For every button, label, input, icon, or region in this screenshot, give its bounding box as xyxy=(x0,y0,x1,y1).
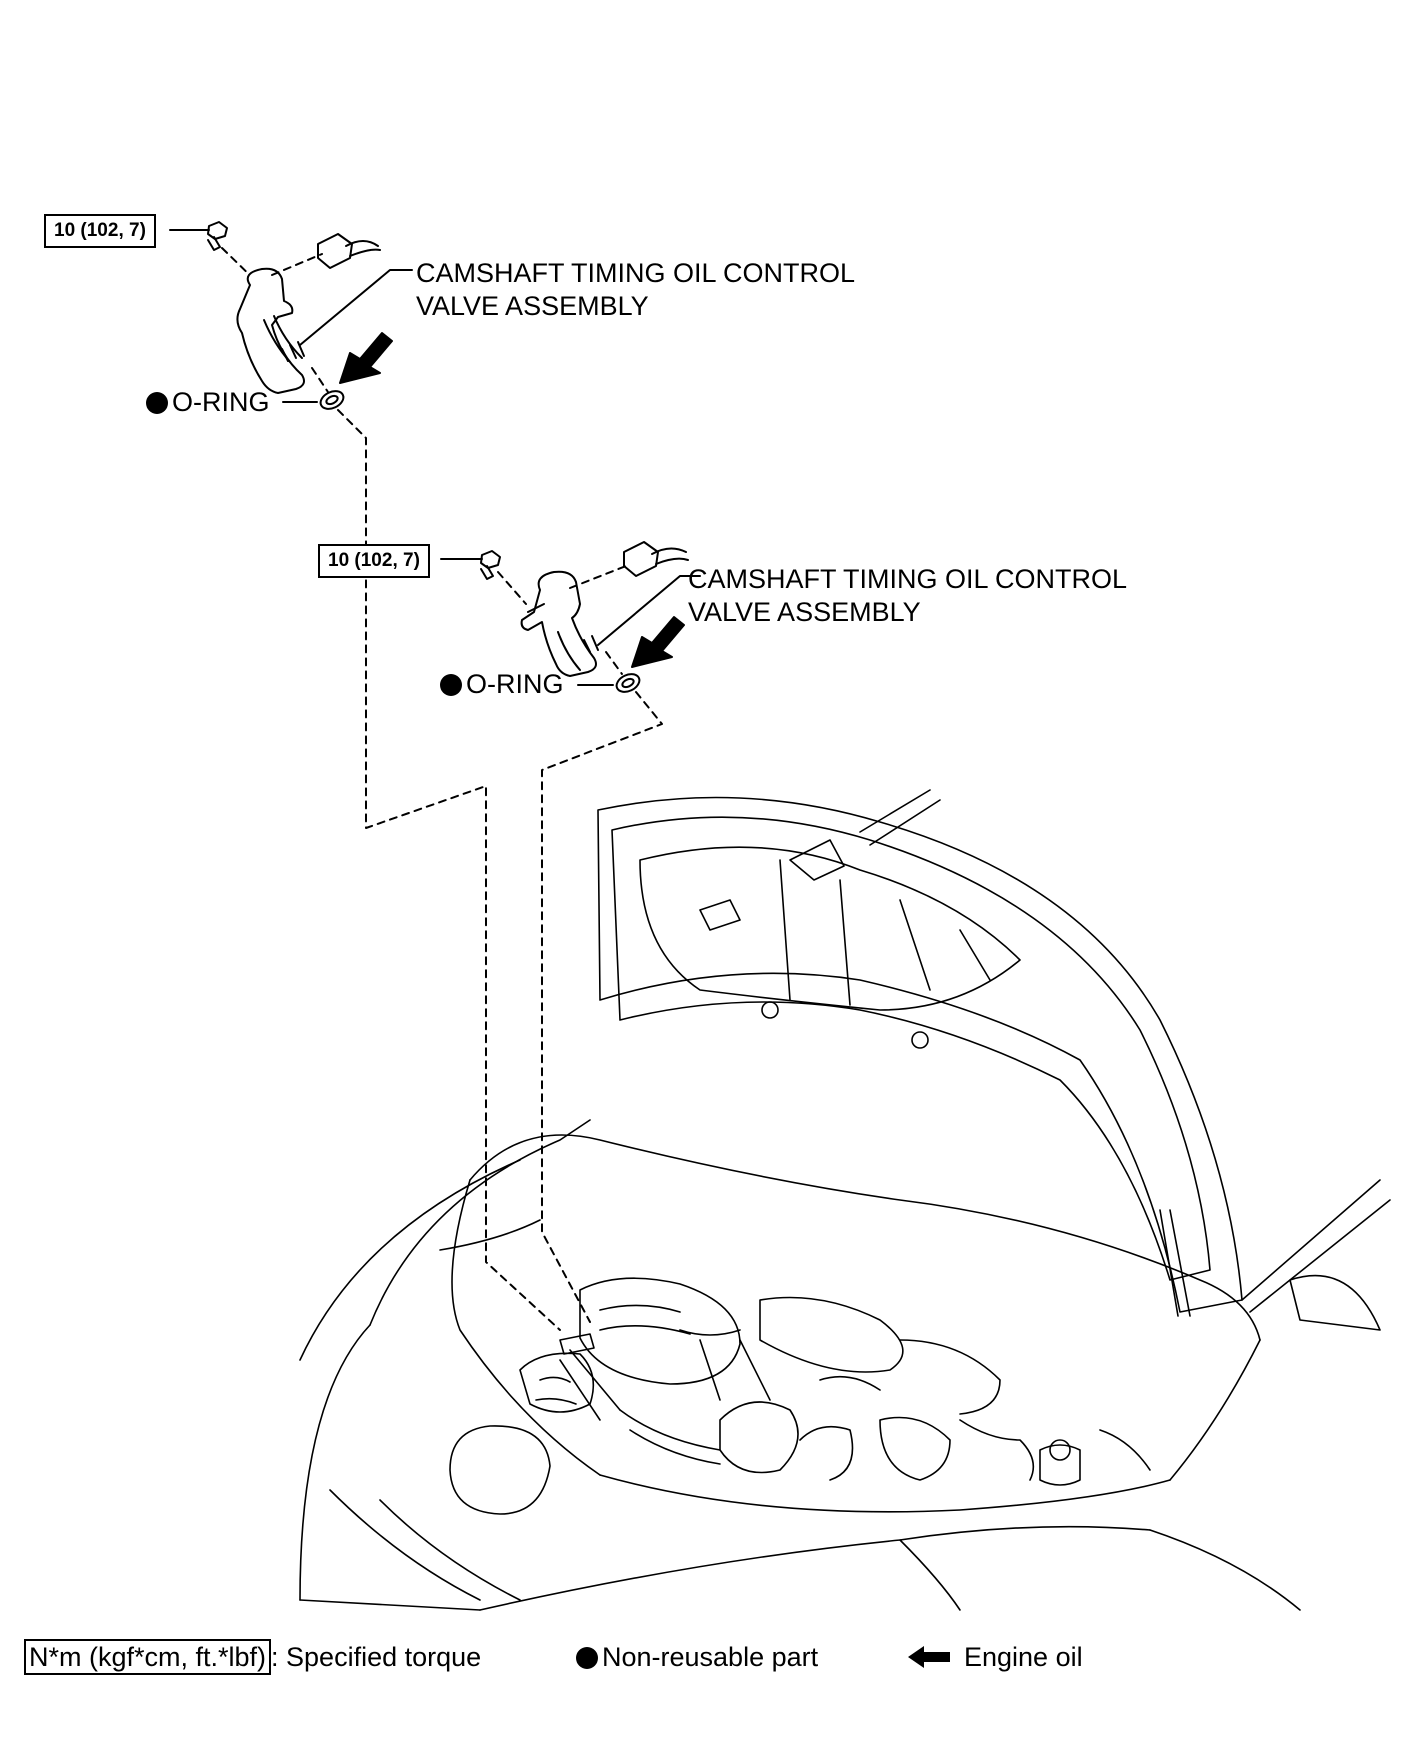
upper-bolt-icon xyxy=(207,221,228,251)
legend-engine-oil-text: Engine oil xyxy=(964,1642,1083,1672)
lower-valve-group xyxy=(440,541,701,693)
lower-valve-label-line2: VALVE ASSEMBLY xyxy=(688,597,921,627)
lower-bolt-icon xyxy=(480,550,501,580)
lower-torque-spec: 10 (102, 7) xyxy=(318,544,430,578)
legend-nonreusable-text: Non-reusable part xyxy=(602,1642,819,1672)
legend-nonreusable: Non-reusable part xyxy=(576,1640,818,1674)
legend-torque-desc: : Specified torque xyxy=(271,1642,482,1672)
upper-engine-oil-arrow-icon xyxy=(339,332,393,384)
legend-torque-units: N*m (kgf*cm, ft.*lbf) xyxy=(24,1639,272,1675)
upper-valve-label-line1: CAMSHAFT TIMING OIL CONTROL xyxy=(416,258,856,288)
nonreusable-dot-icon xyxy=(576,1647,598,1669)
legend-engine-oil: Engine oil xyxy=(906,1640,1083,1674)
upper-valve-icon xyxy=(236,267,305,394)
vehicle-engine-bay-icon xyxy=(299,789,1391,1611)
engine-oil-arrow-icon xyxy=(908,1646,950,1668)
lower-oring-label: O-RING xyxy=(440,668,564,701)
legend-torque: N*m (kgf*cm, ft.*lbf): Specified torque xyxy=(24,1639,482,1675)
lower-oring-icon xyxy=(615,673,641,693)
upper-connector-icon xyxy=(317,233,381,269)
lower-engine-oil-arrow-icon xyxy=(631,616,685,668)
upper-oring-text: O-RING xyxy=(172,387,270,417)
upper-oring-icon xyxy=(319,390,345,410)
lower-valve-icon xyxy=(520,570,599,677)
upper-valve-group xyxy=(169,221,413,410)
lower-valve-label-line1: CAMSHAFT TIMING OIL CONTROL xyxy=(688,564,1128,594)
nonreusable-dot-icon xyxy=(440,674,462,696)
upper-oring-label: O-RING xyxy=(146,386,270,419)
lower-oring-text: O-RING xyxy=(466,669,564,699)
upper-torque-spec: 10 (102, 7) xyxy=(44,214,156,248)
upper-valve-label-line2: VALVE ASSEMBLY xyxy=(416,291,649,321)
nonreusable-dot-icon xyxy=(146,392,168,414)
lower-connector-icon xyxy=(623,541,689,577)
